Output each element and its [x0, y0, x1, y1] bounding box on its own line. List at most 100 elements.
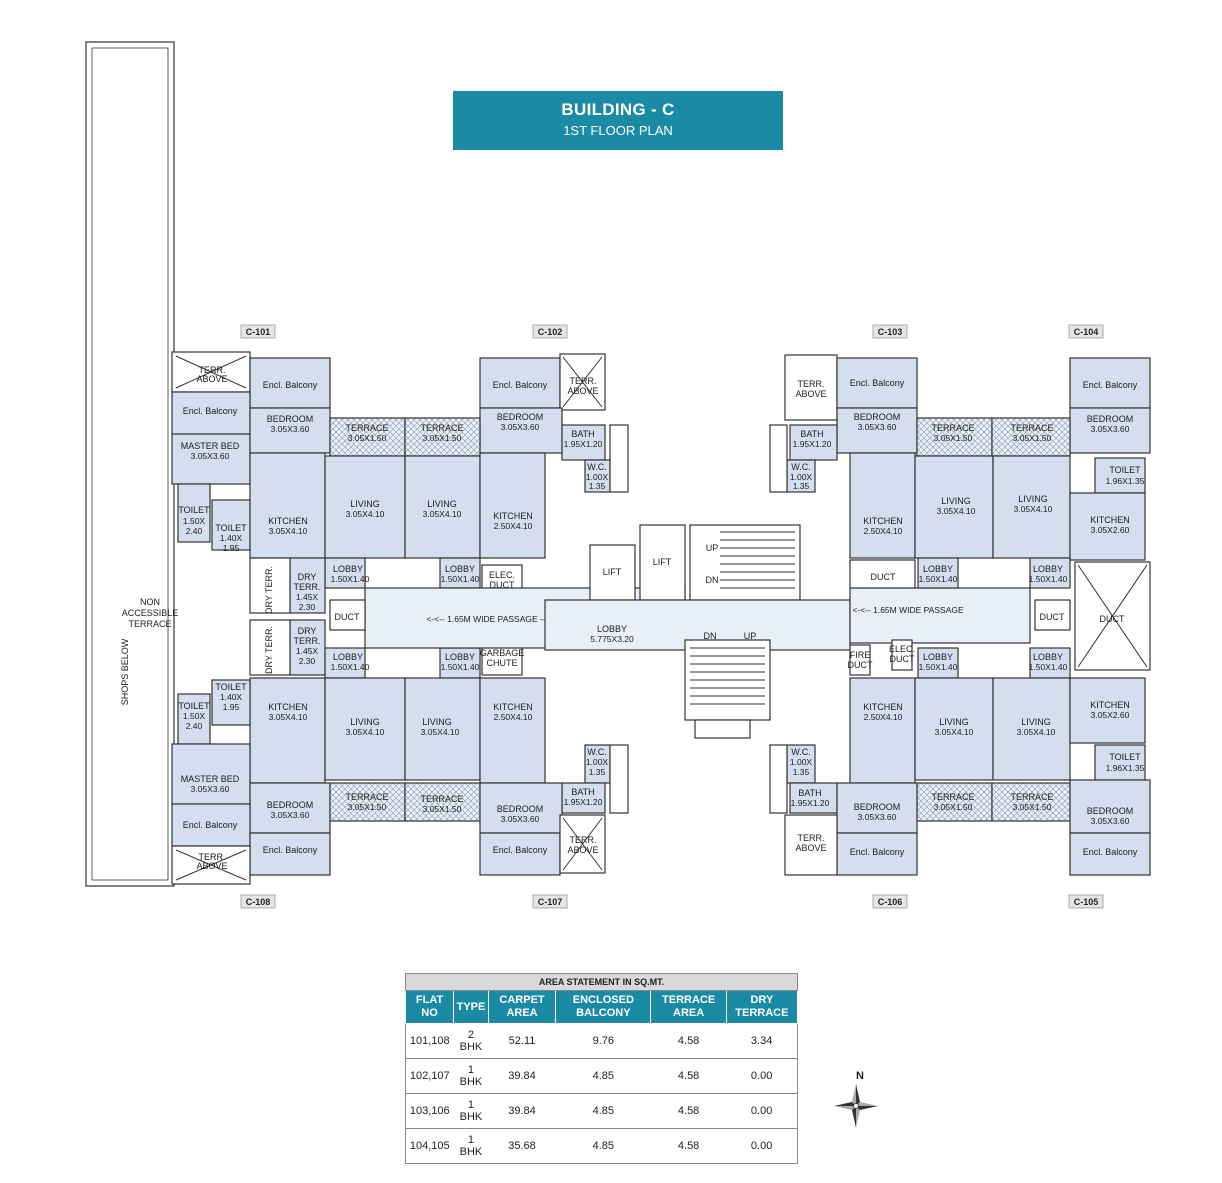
flat-tag-c107: C-107 — [538, 897, 563, 907]
col-type: TYPE — [453, 990, 489, 1024]
svg-text:3.05X2.60: 3.05X2.60 — [1091, 525, 1130, 535]
svg-text:ABOVE: ABOVE — [795, 389, 826, 399]
svg-text:2.50X4.10: 2.50X4.10 — [494, 521, 533, 531]
svg-text:1.95X1.20: 1.95X1.20 — [564, 439, 603, 449]
svg-text:DUCT: DUCT — [1100, 614, 1125, 624]
svg-text:Encl. Balcony: Encl. Balcony — [263, 380, 318, 390]
svg-text:FIRE: FIRE — [850, 650, 871, 660]
svg-text:LOBBY: LOBBY — [597, 624, 627, 634]
svg-text:DRY: DRY — [298, 626, 317, 636]
svg-text:DUCT: DUCT — [490, 580, 515, 590]
svg-text:DUCT: DUCT — [848, 660, 873, 670]
svg-text:Encl. Balcony: Encl. Balcony — [1083, 847, 1138, 857]
svg-text:DN: DN — [706, 575, 719, 585]
svg-text:3.05X3.60: 3.05X3.60 — [501, 422, 540, 432]
svg-text:BATH: BATH — [800, 429, 823, 439]
svg-text:2.30: 2.30 — [299, 656, 316, 666]
svg-text:1.00X: 1.00X — [790, 757, 813, 767]
svg-text:TOILET: TOILET — [1109, 752, 1141, 762]
svg-text:ABOVE: ABOVE — [567, 386, 598, 396]
svg-text:1.96X1.35: 1.96X1.35 — [1106, 476, 1145, 486]
svg-text:2.40: 2.40 — [186, 721, 203, 731]
terr-above-label: TERR. — [199, 365, 226, 375]
area-table-caption: AREA STATEMENT IN SQ.MT. — [405, 973, 798, 991]
svg-text:LIVING: LIVING — [427, 499, 457, 509]
flat-tag-c104: C-104 — [1074, 327, 1099, 337]
svg-text:TERRACE: TERRACE — [420, 794, 463, 804]
svg-text:KITCHEN: KITCHEN — [1090, 515, 1130, 525]
svg-text:W.C.: W.C. — [791, 462, 811, 472]
svg-text:3.05X2.60: 3.05X2.60 — [1091, 710, 1130, 720]
svg-text:BEDROOM: BEDROOM — [497, 412, 544, 422]
svg-text:TERRACE: TERRACE — [345, 423, 388, 433]
svg-text:3.05X3.60: 3.05X3.60 — [1091, 424, 1130, 434]
svg-text:LOBBY: LOBBY — [333, 652, 363, 662]
svg-text:3.05X1.50: 3.05X1.50 — [348, 433, 387, 443]
svg-text:TOILET: TOILET — [1109, 465, 1141, 475]
col-terrace-area: TERRACE AREA — [650, 990, 727, 1024]
plan-title-banner: BUILDING - C 1ST FLOOR PLAN — [453, 91, 783, 150]
svg-text:BATH: BATH — [571, 429, 594, 439]
svg-text:1.00X: 1.00X — [790, 472, 813, 482]
svg-text:UP: UP — [744, 631, 757, 641]
svg-text:TERRACE: TERRACE — [931, 792, 974, 802]
flat-tag-c108: C-108 — [246, 897, 271, 907]
svg-text:LOBBY: LOBBY — [923, 652, 953, 662]
svg-text:BEDROOM: BEDROOM — [267, 800, 314, 810]
svg-text:DRY TERR.: DRY TERR. — [264, 626, 274, 674]
svg-text:TOILET: TOILET — [178, 701, 210, 711]
flat-c106: LOBBY 1.50X1.40 KITCHEN 2.50X4.10 LIVING… — [769, 647, 994, 876]
svg-text:MASTER BED: MASTER BED — [181, 774, 240, 784]
svg-text:3.05X3.60: 3.05X3.60 — [1091, 816, 1130, 826]
svg-text:1.45X: 1.45X — [296, 646, 319, 656]
svg-text:DUCT: DUCT — [890, 654, 915, 664]
svg-text:LIVING: LIVING — [350, 717, 380, 727]
svg-text:3.05X4.10: 3.05X4.10 — [269, 526, 308, 536]
flat-tag-c106: C-106 — [878, 897, 903, 907]
svg-text:3.05X4.10: 3.05X4.10 — [937, 506, 976, 516]
svg-text:2.50X4.10: 2.50X4.10 — [864, 526, 903, 536]
svg-text:1.35: 1.35 — [589, 481, 606, 491]
building-title: BUILDING - C — [561, 100, 675, 119]
svg-text:3.05X3.60: 3.05X3.60 — [501, 814, 540, 824]
svg-text:LIVING: LIVING — [941, 496, 971, 506]
flat-tags: C-101 C-102 C-103 C-104 C-108 C-107 C-10… — [240, 324, 1104, 909]
svg-text:TERR.: TERR. — [294, 636, 321, 646]
flat-c108: DRY TERR. 1.45X 2.30 DRY TERR. LOBBY 1.5… — [171, 619, 406, 885]
svg-text:LOBBY: LOBBY — [445, 564, 475, 574]
svg-text:3.05X3.60: 3.05X3.60 — [191, 784, 230, 794]
svg-text:ABOVE: ABOVE — [795, 843, 826, 853]
svg-text:3.05X1.50: 3.05X1.50 — [423, 804, 462, 814]
flat-tag-c101: C-101 — [246, 327, 271, 337]
svg-text:3.05X4.10: 3.05X4.10 — [1014, 504, 1053, 514]
svg-text:1.50X1.40: 1.50X1.40 — [441, 662, 480, 672]
svg-text:1.50X: 1.50X — [183, 516, 206, 526]
svg-text:BEDROOM: BEDROOM — [1087, 806, 1134, 816]
svg-text:3.05X4.10: 3.05X4.10 — [1017, 727, 1056, 737]
shops-below-label: SHOPS BELOW — [120, 638, 130, 705]
svg-text:DRY TERR.: DRY TERR. — [264, 566, 274, 614]
compass-icon: N — [834, 1070, 878, 1128]
svg-text:1.95: 1.95 — [223, 543, 240, 553]
floor-subtitle: 1ST FLOOR PLAN — [563, 123, 673, 138]
svg-text:3.05X1.50: 3.05X1.50 — [934, 802, 973, 812]
svg-text:TERR.: TERR. — [798, 833, 825, 843]
svg-text:Encl. Balcony: Encl. Balcony — [183, 820, 238, 830]
svg-text:Encl. Balcony: Encl. Balcony — [183, 406, 238, 416]
svg-text:2.30: 2.30 — [299, 602, 316, 612]
svg-text:MASTER BED: MASTER BED — [181, 441, 240, 451]
svg-text:BATH: BATH — [798, 788, 821, 798]
svg-text:LIVING: LIVING — [939, 717, 969, 727]
svg-text:3.05X4.10: 3.05X4.10 — [346, 509, 385, 519]
svg-text:TERR.: TERR. — [570, 376, 597, 386]
svg-text:TERRACE: TERRACE — [931, 423, 974, 433]
svg-text:1.50X1.40: 1.50X1.40 — [331, 574, 370, 584]
svg-text:1.50X1.40: 1.50X1.40 — [1029, 662, 1068, 672]
svg-text:ELEC.: ELEC. — [889, 644, 915, 654]
svg-text:TERR.: TERR. — [570, 835, 597, 845]
svg-text:KITCHEN: KITCHEN — [863, 516, 903, 526]
stair-upper — [720, 531, 795, 589]
svg-text:Encl. Balcony: Encl. Balcony — [493, 380, 548, 390]
svg-text:<-<-- 1.65M WIDE PASSAGE: <-<-- 1.65M WIDE PASSAGE — [852, 605, 964, 615]
